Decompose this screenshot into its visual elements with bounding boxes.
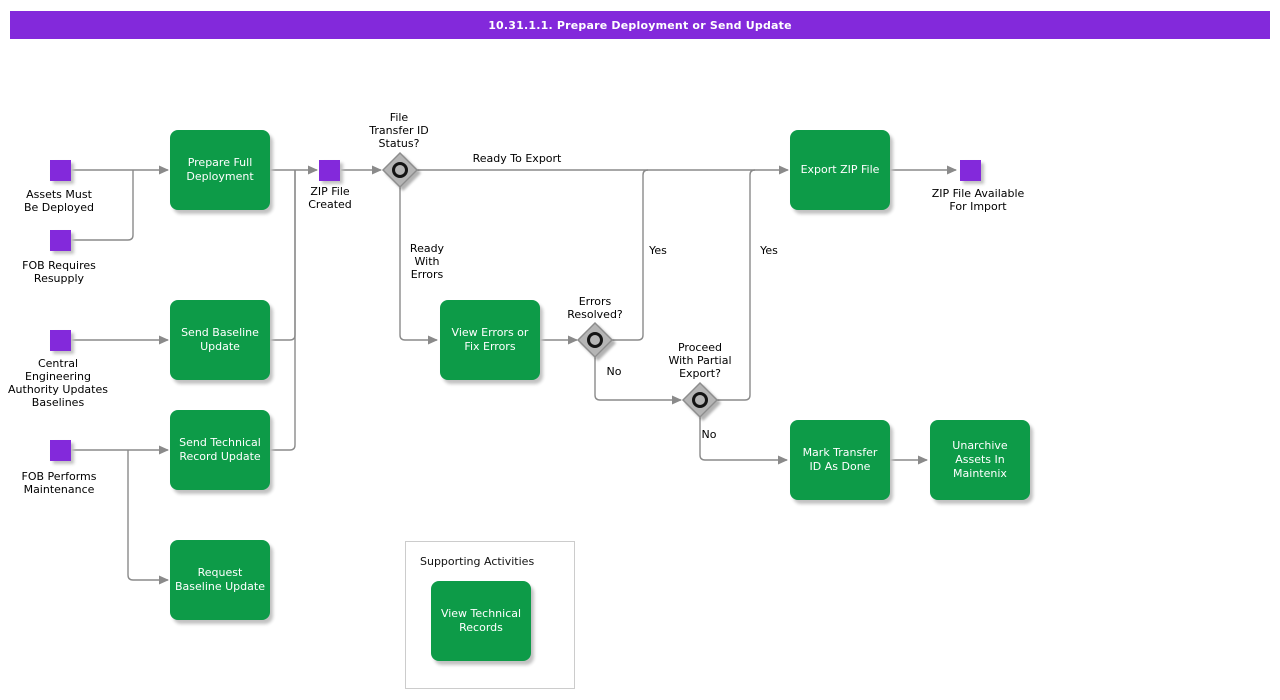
start-event-fob-performs-maintenance (50, 440, 71, 461)
gateway-file-transfer-id-status-icon (392, 162, 408, 178)
label-gateway-file-transfer-id-status: File Transfer ID Status? (369, 111, 429, 150)
label-assets-must-be-deployed: Assets Must Be Deployed (23, 188, 95, 214)
flow-fob-resupply-merge (70, 170, 134, 241)
gateway-errors-resolved-icon (587, 332, 603, 348)
flow-send-tech-merge (270, 170, 296, 451)
flow-errors-resolved-yes (612, 169, 649, 341)
label-zip-file-created: ZIP File Created (308, 185, 352, 211)
edge-label-yes-errors-resolved: Yes (649, 244, 667, 257)
label-fob-requires-resupply: FOB Requires Resupply (22, 259, 96, 285)
flow-fob-maintenance-to-request-baseline (127, 450, 169, 585)
supporting-activities-box: Supporting Activities View Technical Rec… (405, 541, 575, 689)
flow-errors-resolved-no (594, 357, 682, 405)
edge-label-ready-to-export: Ready To Export (472, 152, 562, 165)
gateway-proceed-with-partial-export (681, 381, 719, 419)
edge-label-no-errors-resolved: No (606, 365, 622, 378)
activity-view-technical-records[interactable]: View Technical Records (431, 581, 531, 661)
flow-send-baseline-merge (270, 170, 296, 341)
supporting-activities-title: Supporting Activities (420, 555, 535, 568)
start-event-central-engineering (50, 330, 71, 351)
start-event-fob-requires-resupply (50, 230, 71, 251)
activity-send-baseline-update[interactable]: Send Baseline Update (170, 300, 270, 380)
edge-label-ready-with-errors: Ready With Errors (409, 242, 445, 281)
label-gateway-errors-resolved: Errors Resolved? (567, 295, 623, 321)
page-title: 10.31.1.1. Prepare Deployment or Send Up… (10, 11, 1270, 39)
activity-request-baseline-update[interactable]: Request Baseline Update (170, 540, 270, 620)
flow-partial-export-yes (717, 169, 756, 401)
edge-label-no-partial-export: No (701, 428, 717, 441)
flow-partial-export-no (699, 417, 788, 465)
activity-unarchive-assets-in-maintenix[interactable]: Unarchive Assets In Maintenix (930, 420, 1030, 500)
gateway-errors-resolved (576, 321, 614, 359)
activity-send-technical-record-update[interactable]: Send Technical Record Update (170, 410, 270, 490)
start-event-assets-must-be-deployed (50, 160, 71, 181)
gateway-file-transfer-id-status (381, 151, 419, 189)
activity-view-errors-or-fix-errors[interactable]: View Errors or Fix Errors (440, 300, 540, 380)
edge-label-yes-partial-export: Yes (760, 244, 778, 257)
end-event-zip-file-available (960, 160, 981, 181)
label-gateway-proceed-with-partial-export: Proceed With Partial Export? (668, 341, 732, 380)
label-zip-file-available: ZIP File Available For Import (931, 187, 1025, 213)
activity-prepare-full-deployment[interactable]: Prepare Full Deployment (170, 130, 270, 210)
activity-export-zip-file[interactable]: Export ZIP File (790, 130, 890, 210)
activity-mark-transfer-id-as-done[interactable]: Mark Transfer ID As Done (790, 420, 890, 500)
label-central-engineering: Central Engineering Authority Updates Ba… (8, 357, 108, 409)
flow-ready-with-errors (399, 187, 438, 345)
gateway-proceed-with-partial-export-icon (692, 392, 708, 408)
label-fob-performs-maintenance: FOB Performs Maintenance (21, 470, 97, 496)
event-zip-file-created (319, 160, 340, 181)
